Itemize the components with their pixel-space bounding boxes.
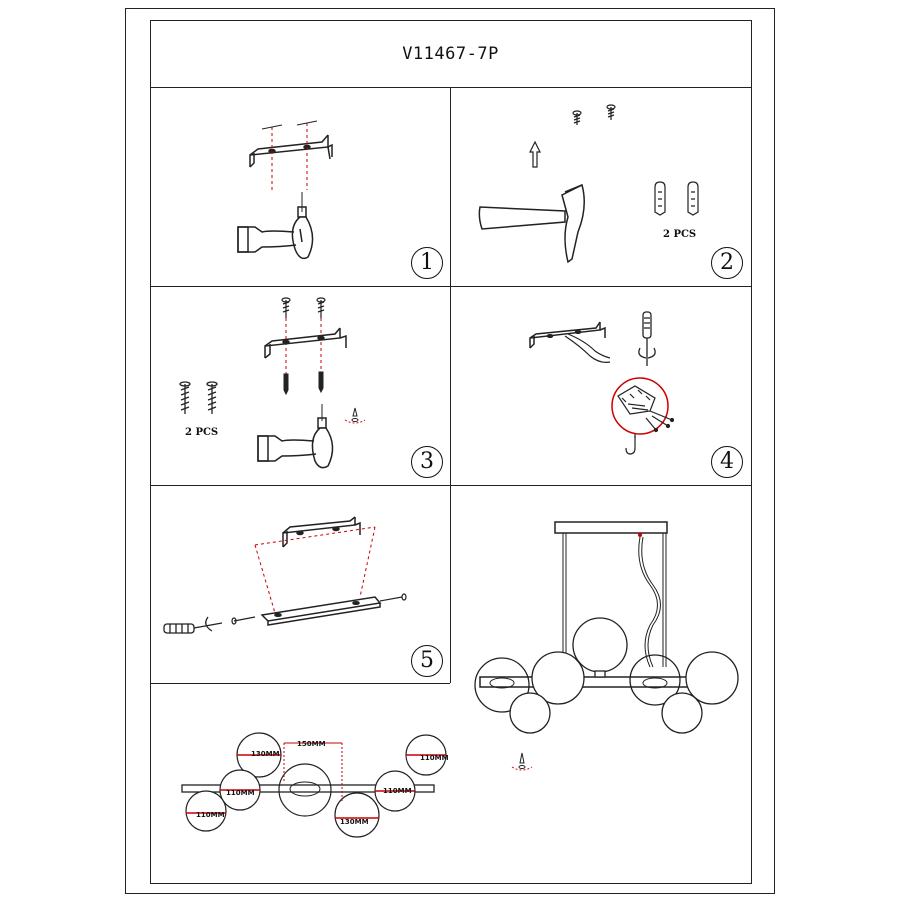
sheet-border (125, 8, 775, 894)
wall-anchor-icon (283, 371, 324, 396)
step-4-illustration (529, 311, 675, 455)
wall-anchor-icon (654, 181, 699, 216)
screw-icon (231, 593, 407, 625)
step-number-3: 3 (411, 446, 443, 478)
wire-icon (564, 333, 611, 363)
step-3-illustration (179, 297, 366, 469)
mounting-bracket-icon (529, 321, 606, 349)
ceiling-mark-icon (344, 407, 366, 424)
step-number-1: 1 (411, 247, 443, 279)
title-bar: V11467-7P (150, 20, 751, 88)
screw-icon (572, 104, 616, 125)
step-number-4: 4 (711, 446, 743, 478)
mounting-bracket-icon (249, 134, 333, 168)
row-divider-3 (150, 683, 450, 684)
mounting-bracket-icon (264, 327, 347, 359)
up-arrow-icon (529, 140, 541, 168)
suspension-cable-icon (562, 533, 667, 668)
step-number-5: 5 (411, 645, 443, 677)
terminal-block-icon (611, 377, 675, 455)
step-5-illustration (163, 516, 407, 634)
drill-icon (237, 192, 314, 260)
drill-icon (257, 404, 334, 469)
drill-guide-lines (271, 123, 308, 190)
dim-spacing: 150MM (297, 740, 326, 748)
step-number-2: 2 (711, 247, 743, 279)
screwdriver-icon (163, 616, 223, 634)
dim-globe-mid-left: 110MM (226, 789, 255, 797)
step-1-illustration (237, 120, 333, 260)
column-divider (450, 87, 451, 683)
assembled-fixture-illustration (474, 521, 739, 771)
dimension-drawing (181, 732, 447, 838)
glass-globe-icon (474, 617, 739, 734)
step-2-illustration (478, 104, 699, 264)
mounting-bracket-icon (282, 516, 361, 548)
canopy-icon (554, 521, 668, 534)
content-border (150, 20, 752, 884)
canopy-plate-icon (260, 596, 382, 626)
model-code: V11467-7P (402, 43, 499, 64)
dimension-lines (186, 742, 446, 819)
screw-icon (179, 381, 218, 414)
step-2-quantity: 2 PCS (663, 229, 697, 240)
dim-globe-top-left: 130MM (251, 750, 280, 758)
alignment-guide-lines (254, 526, 376, 614)
dim-globe-bottom-left: 110MM (196, 811, 225, 819)
step-3-quantity: 2 PCS (185, 427, 219, 438)
horizontal-bar-icon (181, 784, 435, 793)
screw-icon (281, 297, 326, 318)
ceiling-mark-icon (511, 752, 533, 771)
dim-globe-top-right: 110MM (420, 754, 449, 762)
dim-globe-bottom-center: 130MM (340, 818, 369, 826)
dim-globe-mid-right: 110MM (383, 787, 412, 795)
hammer-icon (478, 183, 585, 264)
screwdriver-icon (638, 311, 656, 366)
